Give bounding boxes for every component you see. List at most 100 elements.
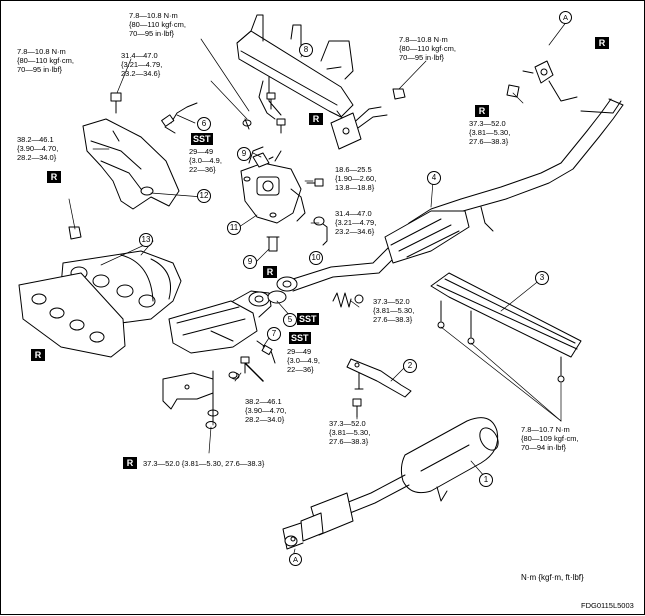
torque-value: 29—49 — [287, 347, 312, 356]
torque-value: 38.2—46.1 — [17, 135, 54, 144]
replace-part-tag: R — [123, 457, 137, 469]
part-number-7-o2-sensor: 7 — [267, 327, 281, 341]
reference-a-marker-upper: A — [559, 11, 572, 24]
part-number-11-egr-valve: 11 — [227, 221, 241, 235]
torque-spec-hanger-bolt: 37.3—52.0 {3.81—5.30, 27.6—38.3} — [329, 419, 370, 446]
part-number-4-catalyst-pipe: 4 — [427, 171, 441, 185]
part-number-12-heat-shield: 12 — [197, 189, 211, 203]
pipe-gasket-spring — [267, 290, 364, 308]
torque-value-ftlbf: 23.2—34.6} — [121, 69, 161, 78]
torque-value-kgf: {80—110 kgf·cm, — [399, 44, 456, 53]
torque-spec-manifold-stud-nuts: 37.3—52.0 {3.81—5.30, 27.6—38.3} — [143, 459, 265, 468]
part-number-10-pipe-fitting: 10 — [309, 251, 323, 265]
torque-value: 31.4—47.0 — [335, 209, 372, 218]
oxygen-sensor — [244, 340, 276, 382]
support-bracket — [162, 370, 240, 429]
torque-value-inlbf: 70—95 in·lbf} — [17, 65, 63, 74]
part-number-1-muffler: 1 — [479, 473, 493, 487]
torque-value: 38.2—46.1 — [245, 397, 282, 406]
torque-spec-manifold-heat-shield: 38.2—46.1 {3.90—4.70, 28.2—34.0} — [17, 135, 58, 162]
torque-spec-egr-valve-bolt: 18.6—25.5 {1.90—2.60, 13.8—18.8} — [335, 165, 376, 192]
replace-part-tag: R — [595, 37, 609, 49]
manifold-gasket — [18, 272, 126, 358]
replace-part-tag: R — [31, 349, 45, 361]
torque-value-ftlbf: 28.2—34.0} — [17, 153, 57, 162]
torque-value: 7.8—10.7 N·m — [521, 425, 570, 434]
replace-part-tag: R — [47, 171, 61, 183]
torque-spec-sst-upper-sensor: 29—49 {3.0—4.9, 22—36} — [189, 147, 222, 174]
torque-value-kgf: {3.90—4.70, — [17, 144, 59, 153]
floor-heat-insulator — [430, 272, 582, 383]
torque-value-ftlbf: 13.8—18.8} — [335, 183, 375, 192]
main-exhaust-pipe — [276, 60, 624, 292]
torque-value-ftlbf: 27.6—38.3} — [469, 137, 509, 146]
special-service-tool-tag: SST — [297, 313, 319, 325]
part-number-3-insulator: 3 — [535, 271, 549, 285]
part-number-2-hanger: 2 — [403, 359, 417, 373]
replace-part-tag: R — [475, 105, 489, 117]
egr-pipe — [236, 14, 388, 150]
hanger-bracket — [346, 358, 412, 398]
torque-spec-heat-shield-bolt: 7.8—10.8 N·m {80—110 kgf·cm, 70—95 in·lb… — [17, 47, 74, 74]
torque-value: 18.6—25.5 — [335, 165, 372, 174]
torque-spec-front-pipe-nut: 37.3—52.0 {3.81—5.30, 27.6—38.3} — [469, 119, 510, 146]
torque-spec-egr-flange-nut: 7.8—10.8 N·m {80—110 kgf·cm, 70—95 in·lb… — [399, 35, 456, 62]
torque-value-kgf: {3.0—4.9, — [189, 156, 222, 165]
torque-value-inlbf: 70—95 in·lbf} — [399, 53, 445, 62]
torque-value-kgf: {3.21—4.79, — [335, 218, 377, 227]
torque-value-kgf: {3.81—5.30, — [469, 128, 511, 137]
torque-value-ftlbf: 22—36} — [287, 365, 314, 374]
small-fittings — [252, 152, 328, 252]
torque-value-kgf: {3.0—4.9, — [287, 356, 320, 365]
torque-value: 37.3—52.0 — [373, 297, 410, 306]
torque-value: 7.8—10.8 N·m — [129, 11, 178, 20]
torque-value-kgf: {3.81—5.30, — [329, 428, 371, 437]
torque-spec-support-bracket-bolt: 38.2—46.1 {3.90—4.70, 28.2—34.0} — [245, 397, 286, 424]
special-service-tool-tag: SST — [191, 133, 213, 145]
part-number-5-gasket: 5 — [283, 313, 297, 327]
part-number-9-fitting-upper: 9 — [237, 147, 251, 161]
torque-spec-sst-o2-sensor: 29—49 {3.0—4.9, 22—36} — [287, 347, 320, 374]
torque-value-ftlbf: 27.6—38.3} — [373, 315, 413, 324]
replace-part-tag: R — [309, 113, 323, 125]
torque-spec-insulator-bolts: 7.8—10.7 N·m {80—109 kgf·cm, 70—94 in·lb… — [521, 425, 579, 452]
torque-value-inlbf: 70—95 in·lbf} — [129, 29, 175, 38]
torque-spec-egr-pipe-nut: 31.4—47.0 {3.21—4.79, 23.2—34.6} — [335, 209, 376, 236]
torque-value-kgf: {80—109 kgf·cm, — [521, 434, 579, 443]
muffler-assembly — [282, 417, 499, 550]
torque-value-ftlbf: 22—36} — [189, 165, 216, 174]
torque-spec-upper-sensor-nut: 31.4—47.0 {3.21—4.79, 23.2—34.6} — [121, 51, 162, 78]
torque-value: 37.3—52.0 — [329, 419, 366, 428]
torque-units-note: N·m {kgf·m, ft·lbf} — [521, 573, 584, 582]
replace-part-tag: R — [263, 266, 277, 278]
heat-shield — [82, 118, 180, 210]
front-pipe — [168, 290, 272, 354]
special-service-tool-tag: SST — [289, 332, 311, 344]
torque-spec-egr-pipe-bolts: 7.8—10.8 N·m {80—110 kgf·cm, 70—95 in·lb… — [129, 11, 186, 38]
torque-value-ftlbf: 23.2—34.6} — [335, 227, 375, 236]
torque-value-kgf: {3.90—4.70, — [245, 406, 287, 415]
egr-valve — [240, 146, 306, 224]
torque-value: 29—49 — [189, 147, 214, 156]
torque-value-ftlbf: 28.2—34.0} — [245, 415, 285, 424]
torque-value: 7.8—10.8 N·m — [399, 35, 448, 44]
torque-value: 31.4—47.0 — [121, 51, 158, 60]
part-number-13-manifold: 13 — [139, 233, 153, 247]
reference-a-marker-lower: A — [289, 553, 302, 566]
torque-value: 7.8—10.8 N·m — [17, 47, 66, 56]
torque-value-kgf: {80—110 kgf·cm, — [129, 20, 186, 29]
torque-value: 37.3—52.0 — [469, 119, 506, 128]
torque-value-kgf: {80—110 kgf·cm, — [17, 56, 74, 65]
part-number-9-fitting-lower: 9 — [243, 255, 257, 269]
torque-value-inlbf: 70—94 in·lbf} — [521, 443, 567, 452]
torque-value-kgf: {3.81—5.30, — [373, 306, 415, 315]
torque-value-ftlbf: 27.6—38.3} — [329, 437, 369, 446]
part-number-8-egr-pipe: 8 — [299, 43, 313, 57]
torque-value-kgf: {3.21—4.79, — [121, 60, 163, 69]
torque-spec-flange-spring-bolt: 37.3—52.0 {3.81—5.30, 27.6—38.3} — [373, 297, 414, 324]
torque-value-kgf: {1.90—2.60, — [335, 174, 377, 183]
upper-sensor — [161, 102, 198, 134]
part-number-6-upper-sensor: 6 — [197, 117, 211, 131]
